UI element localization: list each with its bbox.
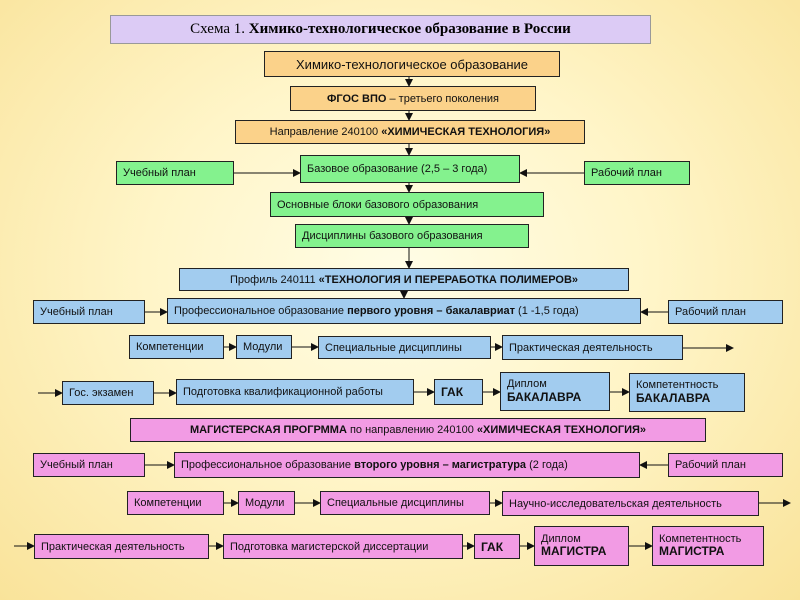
bachelor-rabochy-plan: Рабочий план [668,300,783,324]
bachelor-modules: Модули [236,335,292,359]
base-blocks-box: Основные блоки базового образования [270,192,544,217]
master-competencies: Компетенции [127,491,224,515]
bachelor-qualification: Подготовка квалификационной работы [176,379,414,405]
base-education-box: Базовое образование (2,5 – 3 года) [300,155,520,183]
bachelor-diploma: Диплом БАКАЛАВРА [500,372,610,411]
master-special: Специальные дисциплины [320,491,490,515]
fgos-rest: – третьего поколения [386,92,500,105]
root-box: Химико-технологическое образование [264,51,560,77]
profile-bold: «ТЕХНОЛОГИЯ И ПЕРЕРАБОТКА ПОЛИМЕРОВ» [318,273,578,286]
bachelor-competence: Компетентность БАКАЛАВРА [629,373,745,412]
fgos-box: ФГОС ВПО – третьего поколения [290,86,536,111]
master-dissertation: Подготовка магистерской диссертации [223,534,463,559]
master-header-box: МАГИСТЕРСКАЯ ПРОГРММА по направлению 240… [130,418,706,442]
bachelor-special: Специальные дисциплины [318,336,491,359]
master-uchebny-plan: Учебный план [33,453,145,477]
scheme-title: Схема 1. Химико-технологическое образова… [110,15,651,44]
bachelor-gak: ГАК [434,379,483,405]
master-rabochy-plan: Рабочий план [668,453,783,477]
title-main: Химико-технологическое образование в Рос… [248,21,571,37]
bachelor-uchebny-plan: Учебный план [33,300,145,324]
master-prof-box: Профессиональное образование второго уро… [174,452,640,478]
bachelor-prof-box: Профессиональное образование первого уро… [167,298,641,324]
direction-box: Направление 240100 «ХИМИЧЕСКАЯ ТЕХНОЛОГИ… [235,120,585,144]
base-disciplines-box: Дисциплины базового образования [295,224,529,248]
master-practice: Практическая деятельность [34,534,209,559]
master-gak: ГАК [474,534,520,559]
bachelor-practice: Практическая деятельность [502,335,683,360]
master-diploma: Диплом МАГИСТРА [534,526,629,566]
bachelor-exam: Гос. экзамен [62,381,154,405]
profile-box: Профиль 240111 «ТЕХНОЛОГИЯ И ПЕРЕРАБОТКА… [179,268,629,291]
master-modules: Модули [238,491,295,515]
direction-text: Направление 240100 [269,126,382,138]
title-prefix: Схема 1. [190,21,245,37]
master-research: Научно-исследовательская деятельность [502,491,759,516]
base-rabochy-plan: Рабочий план [584,161,690,185]
base-uchebny-plan: Учебный план [116,161,234,185]
profile-text: Профиль 240111 [230,273,319,286]
direction-bold: «ХИМИЧЕСКАЯ ТЕХНОЛОГИЯ» [381,126,551,138]
master-competence: Компетентность МАГИСТРА [652,526,764,566]
bachelor-competencies: Компетенции [129,335,224,359]
fgos-bold: ФГОС ВПО [326,92,387,105]
